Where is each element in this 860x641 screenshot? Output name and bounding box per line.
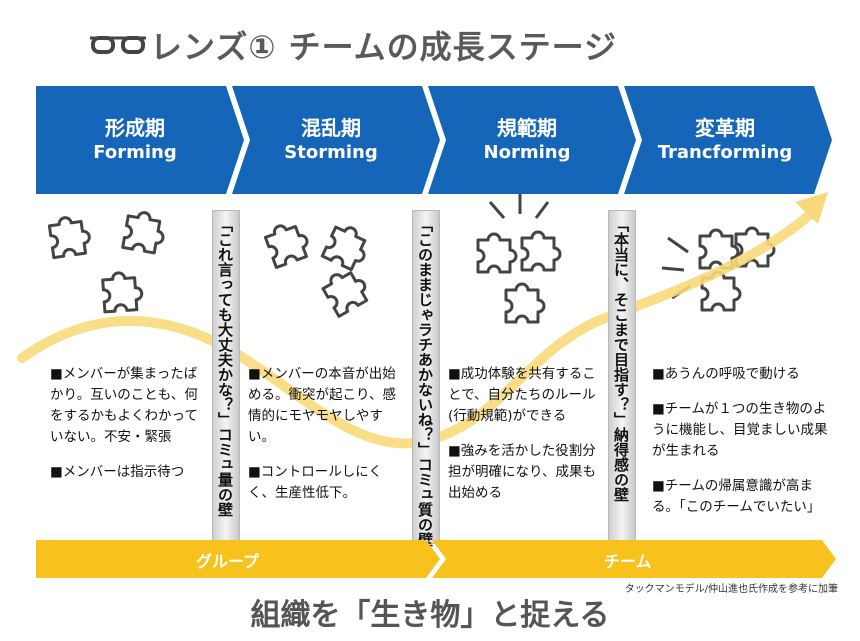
wall-quality: 「このままじゃラチあかないね？」コミュ質の壁: [412, 210, 440, 547]
puzzle-piece-icon: [121, 208, 169, 256]
description-item: ■コントロールしにくく、生産性低下。: [248, 464, 382, 501]
description-item: ■チームが１つの生き物のように機能し、目覚ましい成果が生まれる: [652, 401, 828, 459]
puzzle-piece-icon: [476, 232, 518, 274]
transforming-description: ■あうんの呼吸で動ける ■チームが１つの生き物のように機能し、目覚ましい成果が生…: [652, 364, 828, 532]
puzzle-piece-icon: [504, 282, 546, 324]
puzzle-piece-icon: [47, 213, 93, 260]
description-item: ■メンバーの本音が出始める。衝突が起こり、感情的にモヤモヤしやすい。: [248, 366, 396, 445]
stage-forming: 形成期 Forming: [50, 86, 220, 194]
description-item: ■メンバーが集まったばかり。互いのことも、何をするかもよくわかっていない。不安・…: [50, 366, 198, 445]
stage-forming-jp: 形成期: [105, 116, 165, 140]
group-team-bar: [36, 540, 836, 578]
group-bar: [36, 540, 440, 578]
stage-storming-en: Storming: [284, 142, 378, 163]
stage-transforming-en: Trancforming: [657, 142, 793, 163]
wall-quantity-label: 「これ言っても大丈夫かな？」コミュ量の壁: [216, 217, 234, 517]
puzzle-piece-icon: [318, 262, 374, 318]
group-label: グループ: [196, 552, 260, 571]
stage-storming: 混乱期 Storming: [246, 86, 416, 194]
wall-quantity: 「これ言っても大丈夫かな？」コミュ量の壁: [212, 210, 240, 544]
puzzle-piece-icon: [320, 220, 375, 274]
team-label: チーム: [604, 552, 652, 571]
stage-forming-en: Forming: [93, 142, 177, 163]
slogan: 組織を「生き物」と捉える: [250, 598, 610, 633]
source-note: タックマンモデル/仲山進也氏作成を参考に加筆: [624, 584, 838, 595]
stage-transforming-jp: 変革期: [695, 116, 755, 140]
stage-chevron-3: [428, 86, 636, 194]
stage-transforming: 変革期 Trancforming: [640, 86, 810, 194]
description-item: ■あうんの呼吸で動ける: [652, 366, 800, 382]
storming-description: ■メンバーの本音が出始める。衝突が起こり、感情的にモヤモヤしやすい。 ■コントロ…: [248, 364, 404, 518]
description-item: ■強みを活かした役割分担が明確になり、成果も出始める: [448, 443, 596, 501]
stage-norming-jp: 規範期: [497, 116, 557, 140]
description-item: ■成功体験を共有することで、自分たちのルール(行動規範)ができる: [448, 366, 596, 424]
growth-curve-arrowhead: [795, 192, 828, 224]
puzzle-piece-icon: [520, 230, 562, 272]
stage-chevron-2: [232, 86, 440, 194]
team-bar: [432, 540, 836, 578]
stage-chevrons: [36, 86, 832, 194]
stage-storming-jp: 混乱期: [301, 116, 361, 140]
wall-quality-label: 「このままじゃラチあかないね？」コミュ質の壁: [416, 217, 434, 547]
puzzle-piece-icon: [100, 269, 145, 314]
description-item: ■チームの帰属意識が高まる。「このチームでいたい」: [652, 478, 821, 515]
stage-norming: 規範期 Norming: [442, 86, 612, 194]
puzzle-piece-icon: [261, 217, 314, 269]
glasses-icon: [90, 36, 146, 54]
wall-consensus: 「本当に、そこまで目指す？」納得感の壁: [608, 210, 636, 544]
description-item: ■メンバーは指示待つ: [50, 464, 185, 480]
stage-chevron-1: [36, 86, 244, 194]
page-title: レンズ① チームの成長ステージ: [150, 28, 617, 66]
norming-description: ■成功体験を共有することで、自分たちのルール(行動規範)ができる ■強みを活かし…: [448, 364, 602, 518]
forming-description: ■メンバーが集まったばかり。互いのことも、何をするかもよくわかっていない。不安・…: [50, 364, 200, 497]
wall-consensus-label: 「本当に、そこまで目指す？」納得感の壁: [612, 217, 630, 502]
stage-norming-en: Norming: [483, 142, 571, 163]
stage-chevron-4: [624, 86, 832, 194]
